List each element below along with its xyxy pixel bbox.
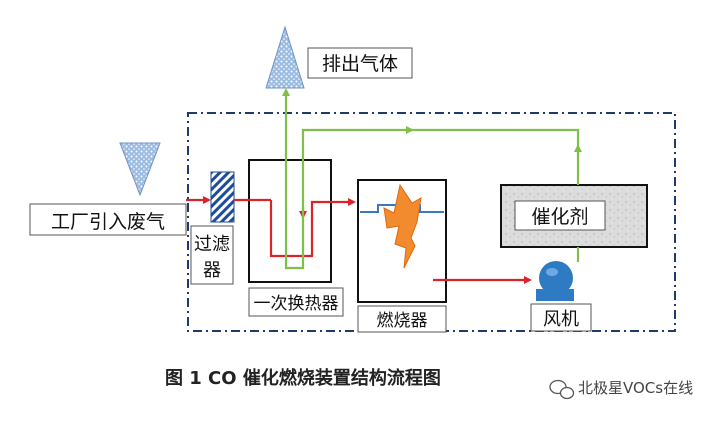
heat-exchanger-box (248, 159, 332, 283)
heat-exchanger-label-box (248, 287, 344, 317)
filter-label-box (190, 225, 234, 285)
watermark-text: 北极星VOCs在线 (578, 379, 693, 397)
exhaust-label-box (307, 47, 413, 79)
filter-label-line1: 过滤 (194, 234, 230, 255)
burner-label-box (357, 305, 447, 333)
hot-flow-line (186, 196, 532, 284)
flame-icon (383, 183, 422, 269)
catalyst-label: 催化剂 (531, 206, 588, 228)
intake-cone-icon (119, 142, 161, 197)
wechat-icon (549, 379, 575, 400)
burner-label: 燃烧器 (377, 311, 428, 331)
exhaust-label: 排出气体 (322, 53, 398, 75)
factory-gas-label-box (29, 203, 187, 236)
heat-exchanger-label: 一次换热器 (254, 294, 339, 314)
exhaust-cone-icon (265, 25, 305, 89)
system-boundary (187, 112, 676, 332)
fan-label-box (530, 303, 592, 332)
filter-hatch (210, 171, 235, 223)
fan-label: 风机 (543, 309, 579, 330)
clean-flow-line (282, 88, 582, 270)
catalyst-label-box (514, 200, 606, 231)
figure-caption: 图 1 CO 催化燃烧装置结构流程图 (165, 367, 441, 389)
fan-icon (536, 261, 574, 301)
filter-label-line2: 器 (203, 260, 221, 281)
factory-gas-label: 工厂引入废气 (51, 211, 165, 233)
